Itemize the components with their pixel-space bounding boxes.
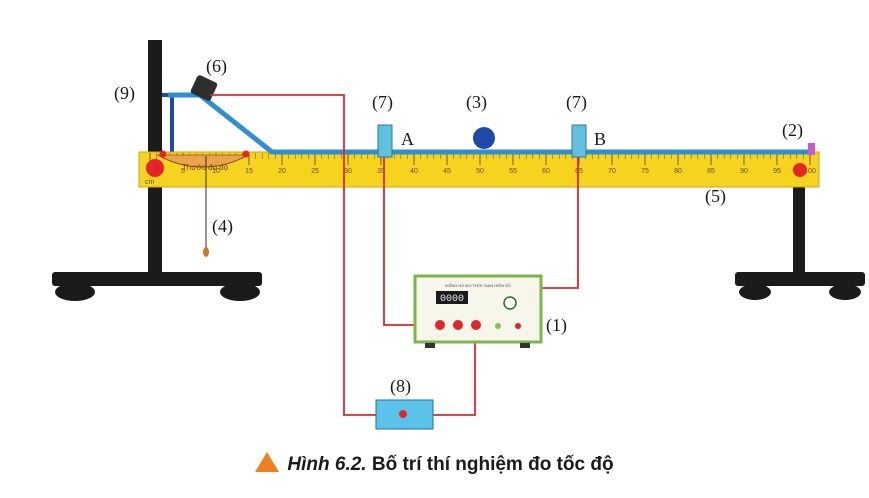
- ruler-tick-label: 80: [674, 168, 682, 175]
- ruler-tick-label: 45: [443, 168, 451, 175]
- ruler-unit: cm: [145, 179, 155, 186]
- protractor-label: Thước đo độ: [182, 163, 229, 172]
- ruler-tick-label: 30: [344, 168, 352, 175]
- digital-timer: ĐỒNG HỒ ĐO THỜI GIAN HIỆN SỐ 0000: [413, 274, 543, 348]
- label-7-b: (7): [566, 92, 587, 113]
- label-5: (5): [705, 186, 726, 207]
- ruler-ticks: 5 10 15 20 25 30 35 40 45 50 55 60 65 70 75 80 85 90 95 100: [149, 153, 816, 175]
- wires: [210, 94, 579, 416]
- ruler-tick-label: 10: [212, 168, 220, 175]
- ruler-tick-label: 70: [608, 168, 616, 175]
- socket-b[interactable]: [453, 320, 463, 330]
- ruler-tick-label: 40: [410, 168, 418, 175]
- ruler-tick-label: 75: [641, 168, 649, 175]
- timer-title: ĐỒNG HỒ ĐO THỜI GIAN HIỆN SỐ: [445, 283, 511, 288]
- timer-display-value: 0000: [440, 294, 464, 305]
- label-3: (3): [466, 92, 487, 113]
- figure-number: Hình 6.2.: [287, 454, 367, 475]
- timer-display: [436, 291, 468, 304]
- pivot-left: [146, 159, 164, 177]
- ruler-tick-label: 5: [181, 168, 185, 175]
- plumb-bob: [203, 247, 209, 257]
- control-box: [375, 399, 434, 430]
- pivot-right: [793, 163, 807, 177]
- label-gate-b: B: [594, 129, 606, 149]
- clamp: [162, 93, 198, 152]
- marker-dot: [242, 150, 250, 158]
- ruler-tick-label: 65: [575, 168, 583, 175]
- ruler-tick-label: 85: [707, 168, 715, 175]
- label-8: (8): [390, 376, 411, 397]
- caption-text: Bố trí thí nghiệm đo tốc độ: [371, 454, 614, 475]
- left-stand: [52, 40, 262, 301]
- ruler: 5 10 15 20 25 30 35 40 45 50 55 60 65 70 75 80 85 90 95 100…: [138, 151, 820, 188]
- protractor: Thước đo độ: [156, 154, 250, 257]
- ruler-tick-label: 20: [278, 168, 286, 175]
- ruler-tick-label: 90: [740, 168, 748, 175]
- indicator-light: [495, 323, 501, 329]
- mode-selector-knob[interactable]: [503, 296, 517, 310]
- track-end-stop: [808, 143, 815, 155]
- ruler-tick-label: 35: [377, 168, 385, 175]
- wire-box: [432, 325, 476, 416]
- ruler-tick-label: 60: [542, 168, 550, 175]
- ball: [473, 127, 495, 149]
- right-stand: [735, 170, 865, 300]
- control-box-button[interactable]: [399, 410, 407, 418]
- label-9: (9): [114, 83, 135, 104]
- light-gate-b: [571, 124, 587, 158]
- ruler-tick-label: 50: [476, 168, 484, 175]
- air-track: [168, 92, 815, 155]
- light-gate-a: [377, 124, 393, 158]
- ruler-tick-label: 55: [509, 168, 517, 175]
- label-6: (6): [206, 56, 227, 77]
- label-gate-a: A: [401, 129, 414, 149]
- label-2: (2): [782, 120, 803, 141]
- label-4: (4): [212, 216, 233, 237]
- ruler-tick-label: 15: [245, 168, 253, 175]
- reset-button[interactable]: [515, 323, 521, 329]
- figure-caption: Hình 6.2. Bố trí thí nghiệm đo tốc độ: [0, 452, 869, 476]
- ruler-tick-label: 100: [804, 168, 816, 175]
- label-1: (1): [546, 315, 567, 336]
- ruler-tick-label: 25: [311, 168, 319, 175]
- caption-triangle-icon: [255, 452, 280, 472]
- ruler-tick-label: 95: [773, 168, 781, 175]
- experiment-diagram: 5 10 15 20 25 30 35 40 45 50 55 60 65 70 75 80 85 90 95 100…: [52, 40, 865, 430]
- marker-dot: [159, 150, 167, 158]
- wire-sensor: [210, 94, 378, 416]
- label-7-a: (7): [372, 92, 393, 113]
- sensor-box: [190, 75, 218, 101]
- socket-a[interactable]: [435, 320, 445, 330]
- socket-c[interactable]: [471, 320, 481, 330]
